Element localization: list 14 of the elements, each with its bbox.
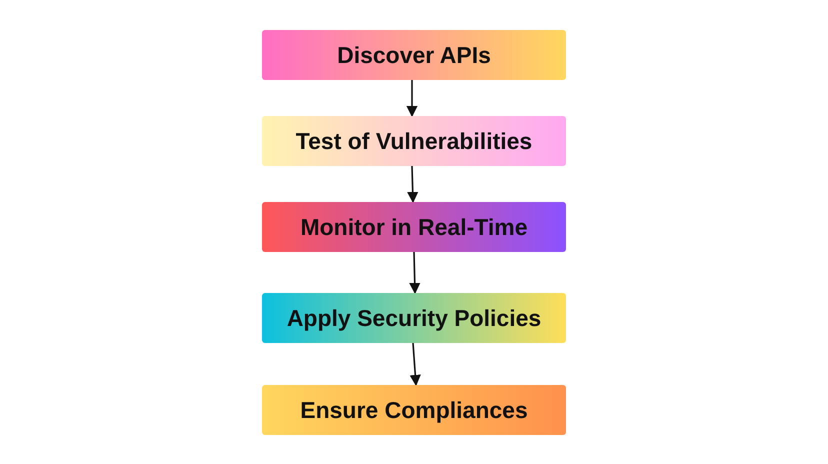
step-label: Ensure Compliances	[300, 396, 528, 424]
process-box	[262, 30, 566, 80]
step-label: Monitor in Real-Time	[300, 214, 528, 240]
process-box	[262, 385, 566, 435]
step-label: Discover APIs	[337, 42, 491, 68]
step-label: Test of Vulnerabilities	[296, 128, 532, 154]
process-box	[262, 293, 566, 343]
process-box	[262, 202, 566, 252]
process-box	[262, 116, 566, 166]
step-label: Apply Security Policies	[286, 304, 542, 332]
arrow	[409, 252, 420, 294]
arrow	[407, 166, 418, 204]
arrow	[410, 342, 421, 386]
arrow	[406, 80, 418, 118]
